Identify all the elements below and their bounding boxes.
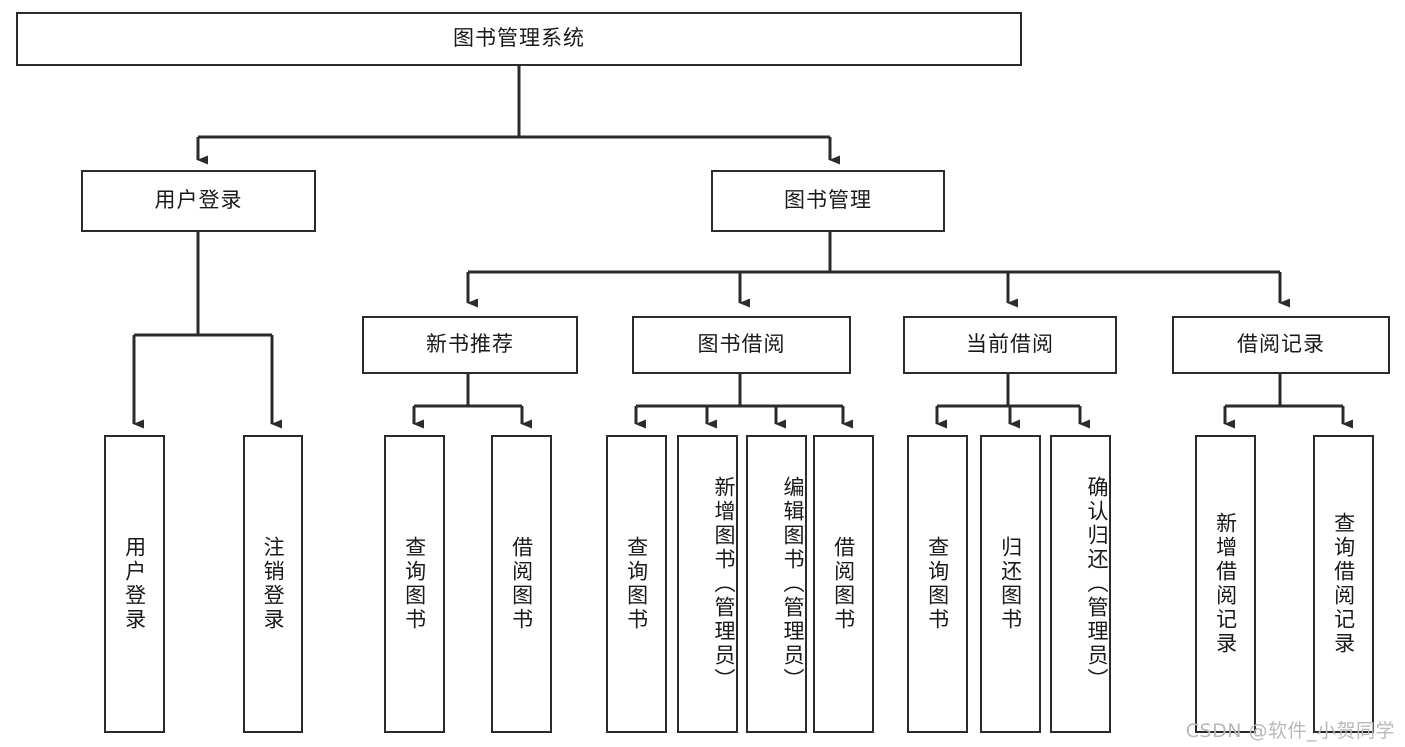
node-leaf-confirm-return[interactable]: 确认归还（管理员） — [1050, 435, 1111, 733]
node-leaf-query-book-1[interactable]: 查询图书 — [384, 435, 445, 733]
node-leaf-borrow-book-2[interactable]: 借阅图书 — [813, 435, 874, 733]
node-current-borrow[interactable]: 当前借阅 — [903, 316, 1117, 374]
node-book-borrow-label: 图书借阅 — [697, 332, 786, 357]
node-leaf-edit-book-label: 编辑图书（管理员） — [781, 476, 805, 692]
node-book-manage-label: 图书管理 — [784, 188, 872, 213]
node-borrow-record[interactable]: 借阅记录 — [1172, 316, 1390, 374]
node-root-label: 图书管理系统 — [453, 26, 585, 51]
node-current-borrow-label: 当前借阅 — [966, 332, 1054, 357]
node-leaf-borrow-book-1-label: 借阅图书 — [509, 536, 534, 632]
node-leaf-add-record-label: 新增借阅记录 — [1213, 512, 1238, 656]
node-leaf-borrow-book-2-label: 借阅图书 — [831, 536, 856, 632]
node-new-book-rec[interactable]: 新书推荐 — [362, 316, 578, 374]
node-leaf-query-book-2-label: 查询图书 — [624, 536, 649, 632]
node-leaf-confirm-return-label: 确认归还（管理员） — [1085, 476, 1109, 692]
node-new-book-rec-label: 新书推荐 — [426, 332, 514, 357]
node-leaf-add-book-label: 新增图书（管理员） — [712, 476, 736, 692]
node-user-login[interactable]: 用户登录 — [81, 170, 316, 232]
node-leaf-logout-login-label: 注销登录 — [261, 536, 286, 632]
node-leaf-return-book-label: 归还图书 — [998, 536, 1023, 632]
node-leaf-borrow-book-1[interactable]: 借阅图书 — [491, 435, 552, 733]
node-leaf-query-book-2[interactable]: 查询图书 — [606, 435, 667, 733]
node-leaf-user-login-label: 用户登录 — [122, 536, 147, 632]
node-leaf-edit-book[interactable]: 编辑图书（管理员） — [746, 435, 807, 733]
node-leaf-user-login[interactable]: 用户登录 — [104, 435, 165, 733]
node-leaf-query-book-3[interactable]: 查询图书 — [907, 435, 968, 733]
node-root[interactable]: 图书管理系统 — [16, 12, 1022, 66]
node-leaf-query-record-label: 查询借阅记录 — [1331, 512, 1356, 656]
node-book-manage[interactable]: 图书管理 — [711, 170, 945, 232]
node-leaf-add-book[interactable]: 新增图书（管理员） — [677, 435, 738, 733]
watermark-text: CSDN @软件_小贺同学 — [1185, 720, 1395, 742]
node-book-borrow[interactable]: 图书借阅 — [632, 316, 851, 374]
node-leaf-query-book-1-label: 查询图书 — [402, 536, 427, 632]
node-leaf-query-record[interactable]: 查询借阅记录 — [1313, 435, 1374, 733]
node-leaf-logout-login[interactable]: 注销登录 — [243, 435, 303, 733]
node-leaf-return-book[interactable]: 归还图书 — [980, 435, 1041, 733]
node-user-login-label: 用户登录 — [154, 188, 243, 213]
node-borrow-record-label: 借阅记录 — [1237, 332, 1325, 357]
node-leaf-query-book-3-label: 查询图书 — [925, 536, 950, 632]
node-leaf-add-record[interactable]: 新增借阅记录 — [1195, 435, 1256, 733]
